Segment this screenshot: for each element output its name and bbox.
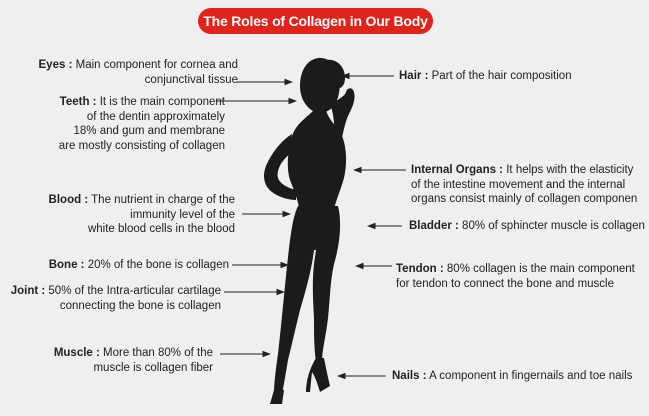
label-eyes: Eyes : Main component for cornea and con… — [38, 59, 238, 86]
label-hair: Hair : Part of the hair composition — [399, 70, 572, 82]
label-internal-organs: Internal Organs : It helps with the elas… — [411, 164, 638, 205]
label-blood: Blood : The nutrient in charge of the im… — [48, 194, 235, 235]
silhouette-legs — [274, 206, 341, 394]
silhouette-right-foot — [306, 358, 330, 392]
woman-silhouette — [264, 57, 355, 404]
silhouette-torso — [287, 110, 347, 212]
label-teeth: Teeth : It is the main component of the … — [58, 96, 225, 152]
label-muscle: Muscle : More than 80% of the muscle is … — [53, 347, 213, 374]
label-nails: Nails : A component in fingernails and t… — [392, 370, 633, 382]
label-bone: Bone : 20% of the bone is collagen — [48, 259, 229, 271]
page-title: The Roles of Collagen in Our Body — [198, 8, 433, 34]
label-tendon: Tendon : 80% collagen is the main compon… — [396, 263, 635, 290]
label-bladder: Bladder : 80% of sphincter muscle is col… — [409, 220, 645, 232]
silhouette-left-arm — [264, 134, 296, 200]
label-joint: Joint : 50% of the Intra-articular carti… — [10, 285, 221, 312]
silhouette-hair — [326, 59, 345, 89]
silhouette-head — [300, 57, 340, 113]
silhouette-left-foot — [270, 390, 284, 404]
